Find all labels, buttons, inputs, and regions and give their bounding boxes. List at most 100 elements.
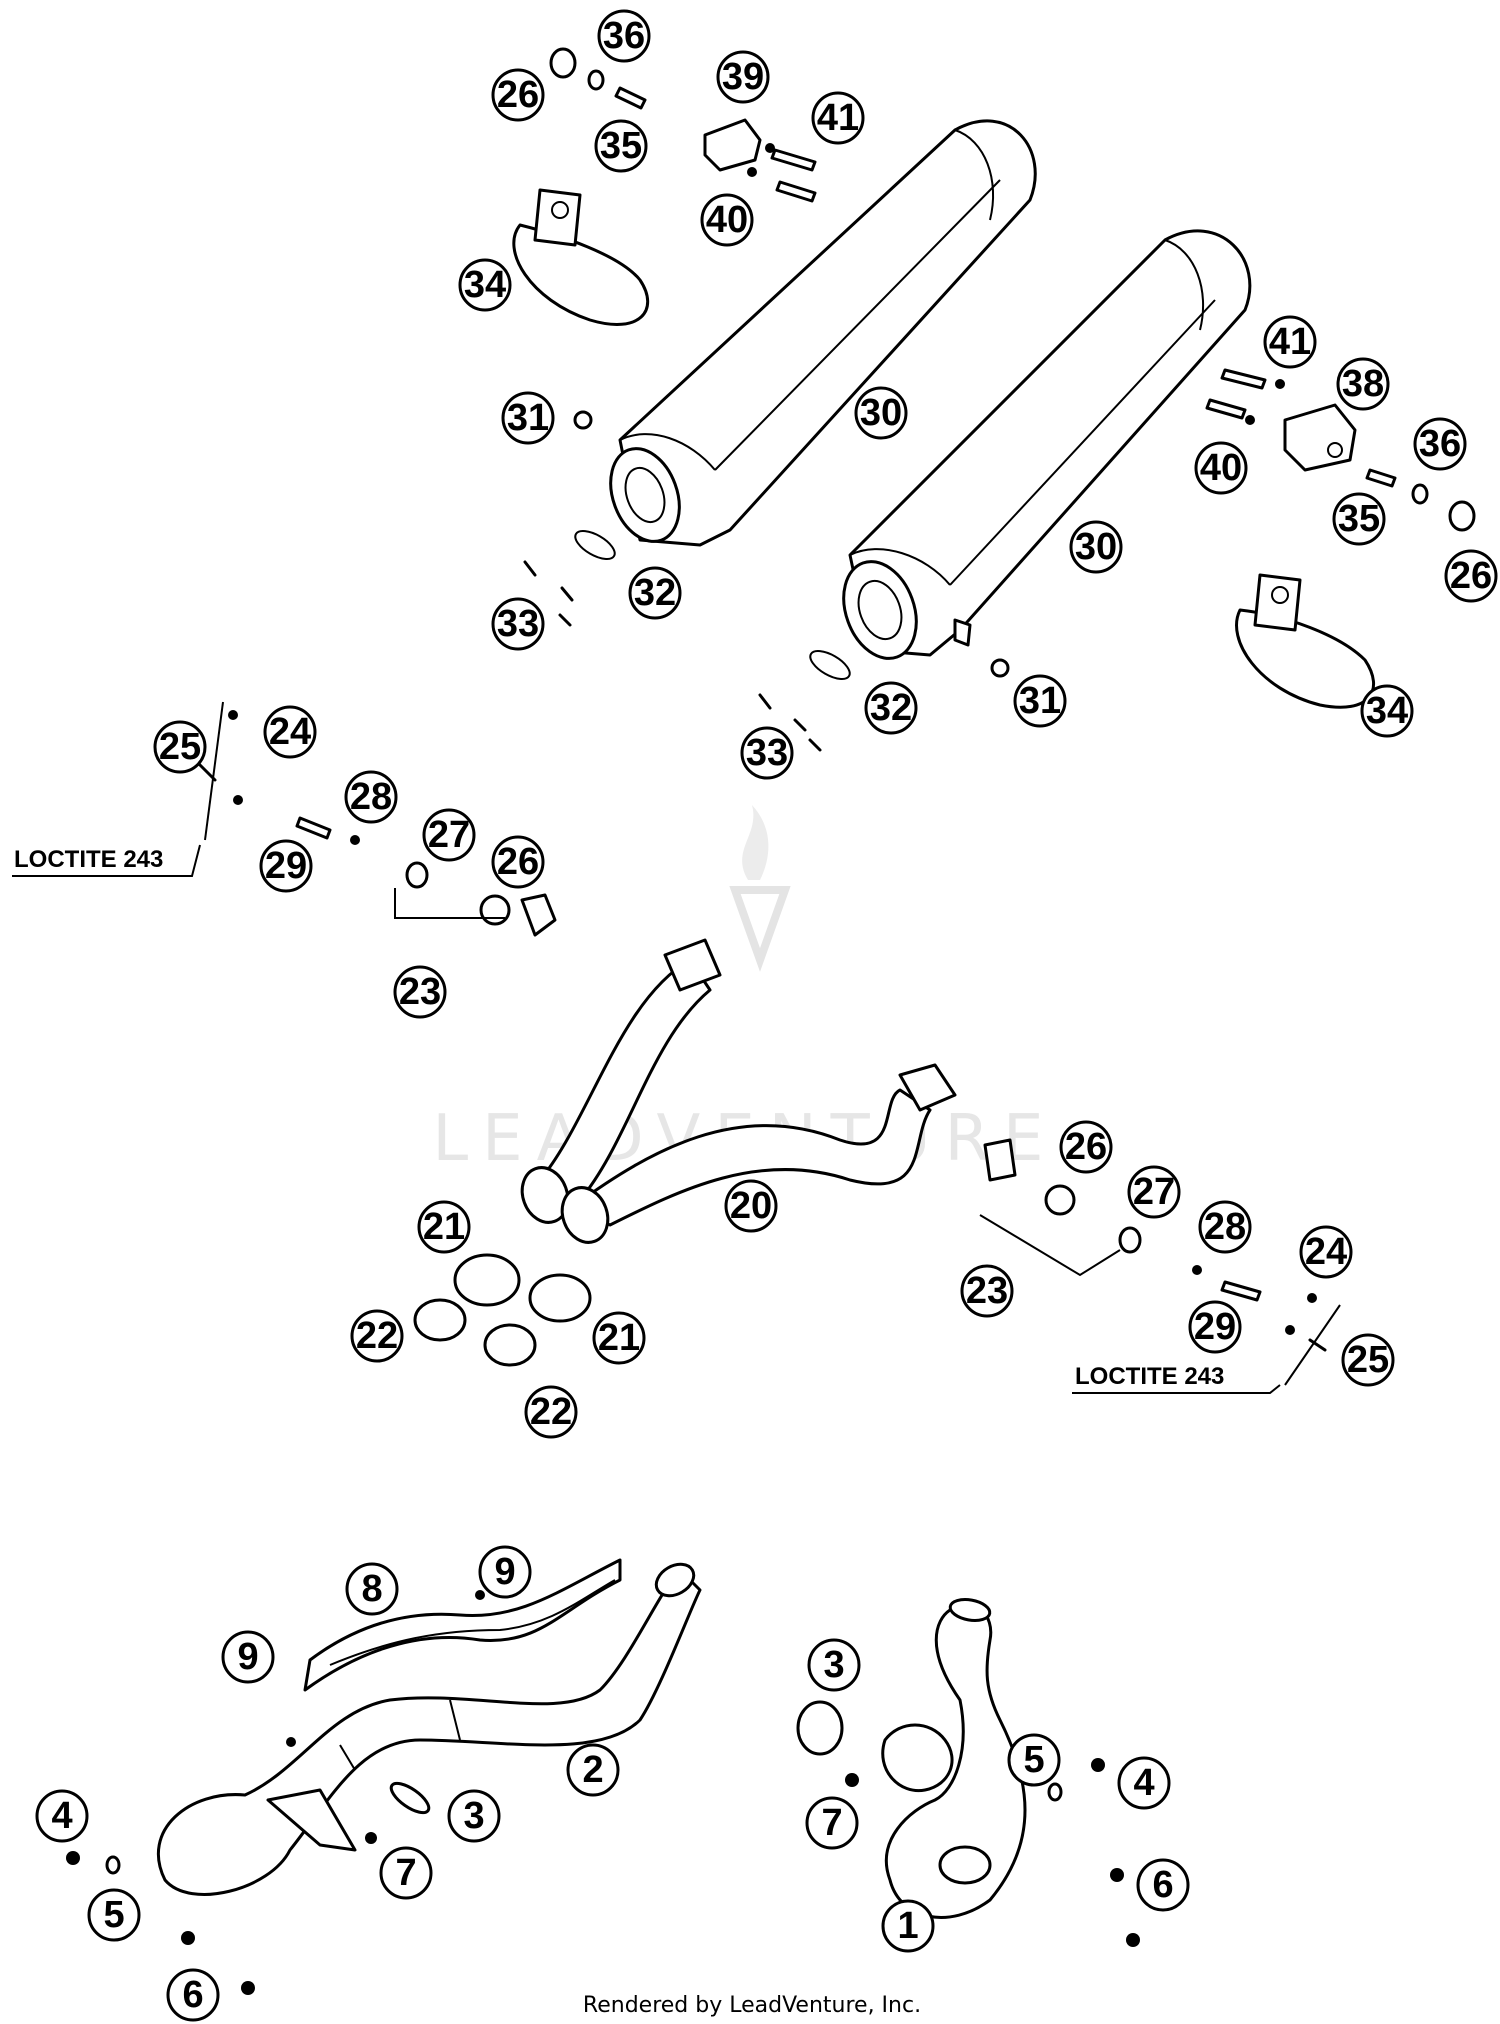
y-pipe-20: [520, 938, 957, 1244]
callout-39: 39: [716, 50, 770, 104]
muffler-clamp-left: [512, 188, 650, 326]
callout-32: 32: [628, 566, 682, 620]
svg-text:39: 39: [722, 56, 764, 98]
svg-text:38: 38: [1342, 363, 1384, 405]
callout-25: 25: [1341, 1333, 1395, 1387]
svg-text:40: 40: [706, 199, 748, 241]
svg-text:35: 35: [1338, 498, 1380, 540]
callout-22: 22: [524, 1385, 578, 1439]
svg-text:22: 22: [356, 1315, 398, 1357]
callout-29: 29: [1188, 1300, 1242, 1354]
callout-4: 4: [35, 1789, 89, 1843]
svg-text:36: 36: [603, 15, 645, 57]
svg-text:33: 33: [746, 732, 788, 774]
callout-7: 7: [805, 1796, 859, 1850]
svg-text:26: 26: [497, 74, 539, 116]
callout-30: 30: [1069, 520, 1123, 574]
svg-text:40: 40: [1200, 447, 1242, 489]
callout-26: 26: [491, 835, 545, 889]
svg-text:21: 21: [423, 1206, 465, 1248]
callout-41: 41: [811, 91, 865, 145]
callout-31: 31: [1013, 674, 1067, 728]
header-pipe-2: [157, 1562, 702, 1896]
callout-25: 25: [153, 720, 207, 774]
svg-text:9: 9: [494, 1551, 515, 1593]
callout-21: 21: [417, 1200, 471, 1254]
mount-hardware-left: [198, 701, 557, 937]
callout-24: 24: [263, 705, 317, 759]
svg-text:41: 41: [817, 97, 859, 139]
svg-text:4: 4: [51, 1795, 72, 1837]
bracket-39: [703, 118, 762, 172]
callout-40: 40: [1194, 441, 1248, 495]
callout-32: 32: [864, 681, 918, 735]
bracket-38: [1283, 403, 1357, 472]
svg-text:25: 25: [1347, 1339, 1389, 1381]
svg-text:28: 28: [350, 776, 392, 818]
callout-26: 26: [491, 68, 545, 122]
loctite-note-left: LOCTITE 243: [14, 846, 163, 873]
svg-text:33: 33: [497, 603, 539, 645]
svg-text:9: 9: [237, 1636, 258, 1678]
svg-text:34: 34: [464, 264, 506, 306]
muffler-hardware: [523, 47, 1476, 752]
svg-text:2: 2: [582, 1749, 603, 1791]
svg-text:22: 22: [530, 1391, 572, 1433]
callout-34: 34: [458, 258, 512, 312]
svg-text:30: 30: [860, 392, 902, 434]
callout-9: 9: [478, 1545, 532, 1599]
svg-text:23: 23: [966, 1270, 1008, 1312]
callout-8: 8: [345, 1562, 399, 1616]
callout-9: 9: [221, 1630, 275, 1684]
callout-34: 34: [1360, 684, 1414, 738]
svg-text:29: 29: [1194, 1306, 1236, 1348]
callout-35: 35: [594, 119, 648, 173]
callout-30: 30: [854, 386, 908, 440]
svg-text:41: 41: [1269, 321, 1311, 363]
svg-text:34: 34: [1366, 690, 1408, 732]
svg-text:26: 26: [1065, 1126, 1107, 1168]
callout-40: 40: [700, 193, 754, 247]
callout-35: 35: [1332, 492, 1386, 546]
svg-text:25: 25: [159, 726, 201, 768]
svg-text:7: 7: [821, 1802, 842, 1844]
svg-text:3: 3: [823, 1644, 844, 1686]
callout-5: 5: [1007, 1733, 1061, 1787]
callout-23: 23: [393, 965, 447, 1019]
heat-shield-8: [303, 1558, 622, 1692]
svg-text:27: 27: [428, 814, 470, 856]
svg-text:1: 1: [897, 1905, 918, 1947]
svg-text:27: 27: [1133, 1171, 1175, 1213]
callout-36: 36: [1413, 417, 1467, 471]
callout-5: 5: [87, 1888, 141, 1942]
callout-26: 26: [1444, 549, 1498, 603]
mount-hardware-right: [979, 1138, 1341, 1386]
svg-text:30: 30: [1075, 526, 1117, 568]
callout-4: 4: [1117, 1756, 1171, 1810]
svg-text:8: 8: [361, 1568, 382, 1610]
svg-text:24: 24: [269, 711, 311, 753]
svg-text:31: 31: [507, 397, 549, 439]
svg-text:3: 3: [463, 1795, 484, 1837]
callout-33: 33: [491, 597, 545, 651]
svg-text:35: 35: [600, 125, 642, 167]
callout-24: 24: [1299, 1225, 1353, 1279]
callout-29: 29: [259, 839, 313, 893]
callout-33: 33: [740, 726, 794, 780]
svg-text:24: 24: [1305, 1231, 1347, 1273]
callout-28: 28: [1198, 1200, 1252, 1254]
svg-text:6: 6: [182, 1974, 203, 2016]
svg-text:29: 29: [265, 845, 307, 887]
callout-3: 3: [807, 1638, 861, 1692]
callout-28: 28: [344, 770, 398, 824]
callout-26: 26: [1059, 1120, 1113, 1174]
svg-text:31: 31: [1019, 680, 1061, 722]
callout-38: 38: [1336, 357, 1390, 411]
svg-text:26: 26: [497, 841, 539, 883]
callout-3: 3: [447, 1789, 501, 1843]
callout-7: 7: [379, 1846, 433, 1900]
svg-text:5: 5: [1023, 1739, 1044, 1781]
svg-text:7: 7: [395, 1852, 416, 1894]
callout-23: 23: [960, 1264, 1014, 1318]
